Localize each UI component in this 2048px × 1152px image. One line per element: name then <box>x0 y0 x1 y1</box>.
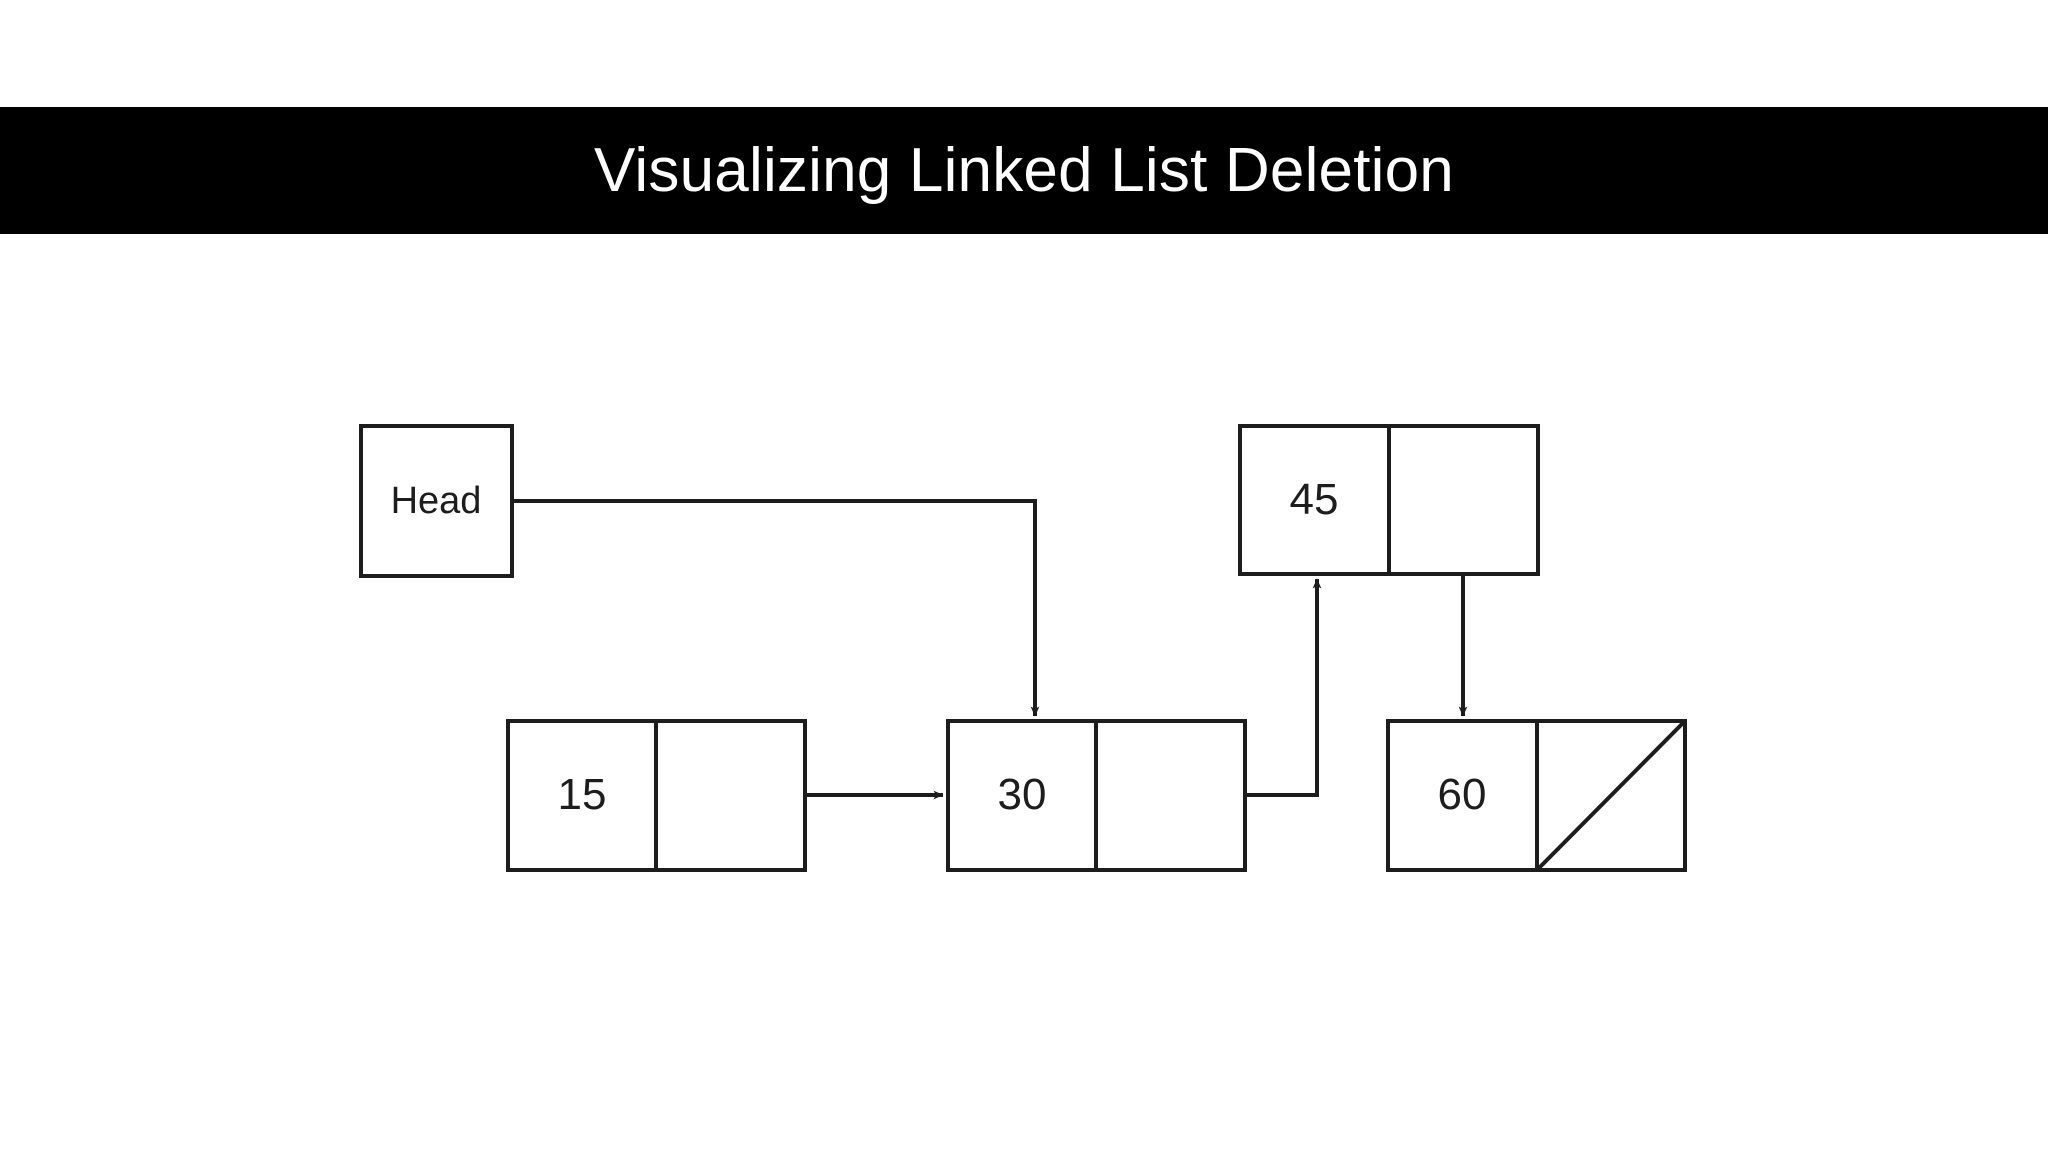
linked-list-diagram: Head 15 30 45 60 <box>0 234 2048 1152</box>
node-45 <box>1238 424 1540 576</box>
head-node <box>359 424 514 578</box>
head-node-box <box>359 424 514 578</box>
page-title: Visualizing Linked List Deletion <box>594 135 1454 205</box>
node-30 <box>946 719 1247 872</box>
edge-30-to-45 <box>1245 578 1322 797</box>
diagram-graphics <box>359 424 1687 872</box>
edge-head-to-30 <box>512 499 1040 717</box>
null-pointer-diagonal <box>1535 719 1687 872</box>
node-15 <box>506 719 807 872</box>
title-banner: Visualizing Linked List Deletion <box>0 107 2048 234</box>
node-60 <box>1386 719 1687 872</box>
